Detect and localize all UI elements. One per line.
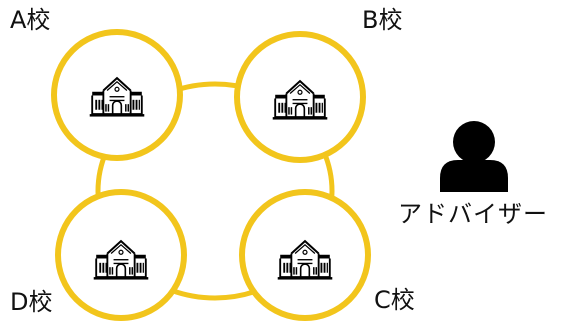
- connection-ring: [95, 81, 335, 301]
- advisor-label: アドバイザー: [398, 200, 548, 228]
- school-node-b: [234, 31, 366, 163]
- school-a-label: A校: [10, 6, 51, 34]
- school-node-c: [239, 189, 371, 321]
- school-d-label: D校: [10, 288, 53, 316]
- school-b-ring: [234, 31, 366, 163]
- school-node-d: [55, 189, 187, 321]
- school-c-label: C校: [374, 286, 415, 314]
- school-d-ring: [55, 189, 187, 321]
- person-icon: [440, 121, 508, 192]
- school-c-ring: [239, 189, 371, 321]
- school-node-a: [51, 29, 183, 161]
- school-b-label: B校: [362, 6, 403, 34]
- school-a-ring: [51, 29, 183, 161]
